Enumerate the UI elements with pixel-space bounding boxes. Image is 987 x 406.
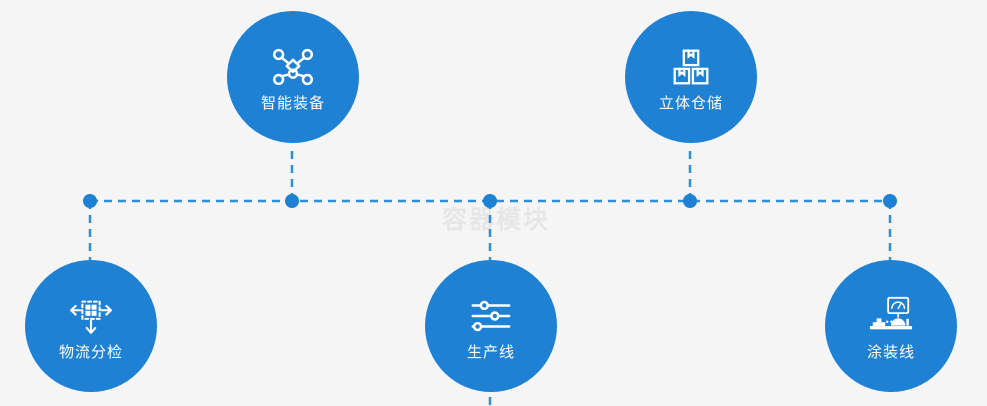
junction-dot-4 bbox=[883, 194, 897, 208]
node-production-line[interactable]: 生产线 bbox=[425, 260, 557, 392]
sorting-arrows-icon bbox=[68, 293, 114, 339]
network-nodes-icon bbox=[270, 44, 316, 90]
watermark-label: 容器模块 bbox=[441, 206, 550, 234]
junction-dot-1 bbox=[285, 194, 299, 208]
node-intelligent-equipment[interactable]: 智能装备 bbox=[227, 11, 359, 143]
node-label: 立体仓储 bbox=[658, 94, 723, 112]
node-logistics-sorting[interactable]: 物流分检 bbox=[25, 260, 157, 392]
node-coating-line[interactable]: 涂装线 bbox=[825, 260, 957, 392]
node-label: 涂装线 bbox=[866, 343, 915, 361]
sliders-icon bbox=[468, 293, 514, 339]
junction-dot-0 bbox=[83, 194, 97, 208]
node-label: 生产线 bbox=[466, 343, 515, 361]
stacked-boxes-icon bbox=[668, 44, 714, 90]
junction-dot-2 bbox=[483, 194, 497, 208]
node-label: 物流分检 bbox=[58, 343, 123, 361]
junction-dot-3 bbox=[683, 194, 697, 208]
junction-dots bbox=[83, 194, 897, 208]
node-stereoscopic-warehouse[interactable]: 立体仓储 bbox=[625, 11, 757, 143]
node-label: 智能装备 bbox=[260, 94, 325, 112]
factory-machine-icon bbox=[868, 293, 914, 339]
